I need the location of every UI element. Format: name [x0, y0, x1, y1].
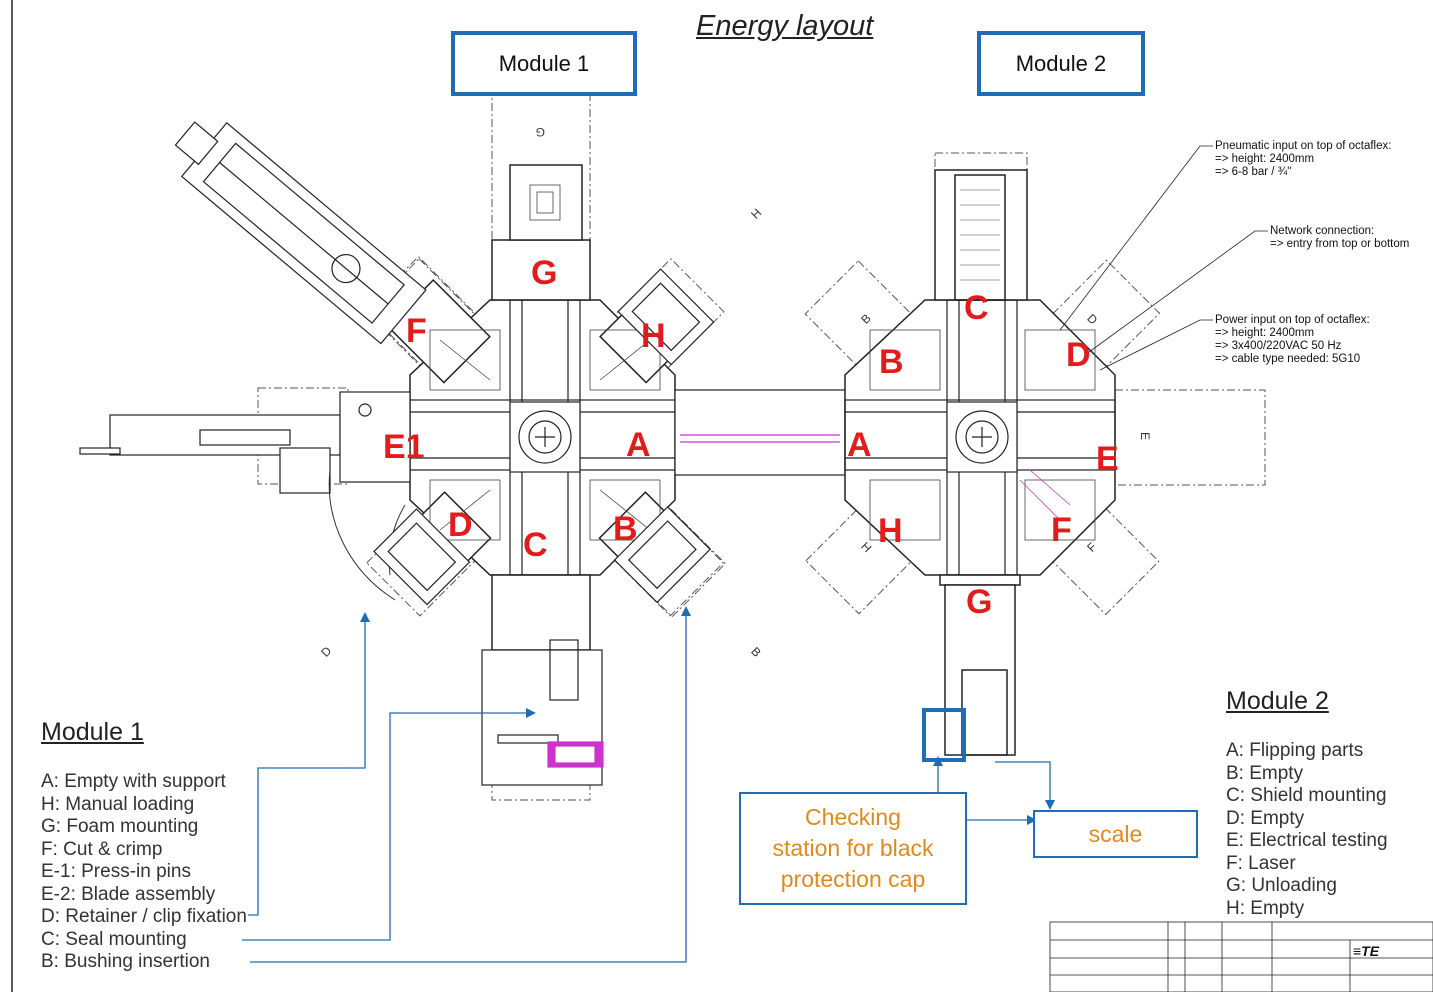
legend-item: H: Empty	[1226, 897, 1305, 919]
m2-station-d: D	[1066, 336, 1091, 374]
m2-station-e: E	[1096, 440, 1119, 478]
svg-text:F: F	[1084, 540, 1099, 555]
m2-station-g: G	[966, 583, 993, 621]
legend-item: F: Cut & crimp	[41, 838, 163, 860]
svg-text:D: D	[318, 644, 334, 660]
svg-text:E: E	[1138, 432, 1152, 440]
pneumatic-note: Pneumatic input on top of octaflex: => h…	[1215, 140, 1391, 179]
callout-line: protection cap	[780, 866, 926, 892]
note-line: Power input on top of octaflex:	[1215, 314, 1370, 326]
svg-text:B: B	[748, 644, 764, 660]
note-line: => height: 2400mm	[1215, 327, 1315, 339]
module-2-legend: A: Flipping parts B: Empty C: Shield mou…	[1226, 740, 1388, 920]
legend-item: E: Electrical testing	[1226, 830, 1388, 851]
m1-station-f: F	[406, 312, 427, 350]
legend-item: B: Bushing insertion	[41, 951, 210, 972]
legend-item: E-2: Blade assembly	[41, 883, 216, 905]
legend-item: C: Shield mounting	[1226, 785, 1387, 806]
legend-item: E-1: Press-in pins	[41, 861, 191, 882]
module-2-box: Module 2	[977, 31, 1145, 96]
scale-callout: scale	[1033, 810, 1198, 858]
svg-text:H: H	[858, 539, 874, 555]
network-note: Network connection: => entry from top or…	[1270, 225, 1409, 251]
svg-text:H: H	[748, 206, 764, 222]
module-1-box: Module 1	[451, 31, 637, 96]
legend-item: A: Flipping parts	[1226, 740, 1364, 761]
legend-item: F: Laser	[1226, 852, 1296, 874]
legend-item: D: Empty	[1226, 807, 1305, 829]
m2-station-f: F	[1051, 511, 1072, 549]
legend-item: C: Seal mounting	[41, 928, 187, 950]
m1-station-g: G	[531, 254, 558, 292]
legend-item: D: Retainer / clip fixation	[41, 906, 247, 927]
m2-station-a: A	[847, 426, 872, 464]
checking-station-callout: Checking station for black protection ca…	[739, 792, 967, 905]
m1-station-c: C	[523, 526, 548, 564]
legend-item: G: Foam mounting	[41, 816, 199, 837]
note-line: => entry from top or bottom	[1270, 238, 1410, 250]
te-logo-icon: ≡TE	[1353, 943, 1380, 959]
power-note: Power input on top of octaflex: => heigh…	[1215, 314, 1370, 366]
m1-station-e1: E1	[383, 428, 425, 466]
module-1-legend: A: Empty with support H: Manual loading …	[41, 771, 247, 974]
callout-line: station for black	[772, 835, 934, 861]
module-2-legend-heading: Module 2	[1226, 687, 1329, 715]
svg-text:G: G	[536, 125, 545, 139]
legend-item: G: Unloading	[1226, 875, 1337, 896]
svg-text:D: D	[1084, 311, 1100, 327]
legend-item: B: Empty	[1226, 762, 1304, 784]
svg-text:B: B	[858, 311, 874, 327]
legend-item: H: Manual loading	[41, 793, 195, 815]
m2-station-h: H	[878, 512, 903, 550]
module-1-legend-heading: Module 1	[41, 718, 144, 746]
m1-station-h: H	[641, 317, 666, 355]
m1-station-d: D	[448, 506, 473, 544]
page-title: Energy layout	[696, 10, 874, 42]
m1-station-b: B	[613, 510, 638, 548]
note-line: => 3x400/220VAC 50 Hz	[1215, 340, 1342, 352]
callout-line: Checking	[805, 804, 901, 830]
note-line: Network connection:	[1270, 225, 1375, 237]
note-line: => height: 2400mm	[1215, 153, 1315, 165]
legend-item: A: Empty with support	[41, 771, 226, 792]
note-line: => cable type needed: 5G10	[1215, 353, 1361, 365]
m2-station-b: B	[879, 343, 904, 381]
m2-station-c: C	[964, 289, 989, 327]
note-line: Pneumatic input on top of octaflex:	[1215, 140, 1392, 152]
note-line: => 6-8 bar / ¾"	[1215, 166, 1292, 178]
m1-station-a: A	[626, 426, 651, 464]
